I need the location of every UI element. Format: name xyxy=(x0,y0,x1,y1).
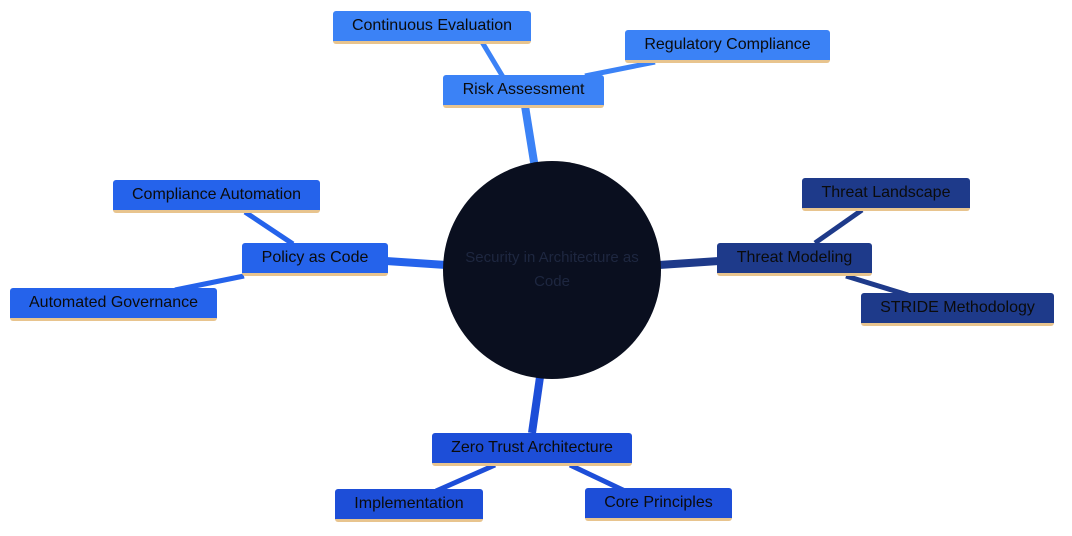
node-policy-as-code-label: Policy as Code xyxy=(261,249,369,266)
node-policy-as-code[interactable]: Policy as Code xyxy=(242,243,388,276)
link-root-zero-trust xyxy=(528,376,544,434)
node-zero-trust-architecture[interactable]: Zero Trust Architecture xyxy=(432,433,632,466)
node-threat-modeling-label: Threat Modeling xyxy=(736,249,853,266)
link-root-policy-as-code xyxy=(385,257,447,269)
node-regulatory-compliance[interactable]: Regulatory Compliance xyxy=(625,30,830,63)
link-risk-regulatory-compliance xyxy=(584,59,656,79)
node-core-principles-label: Core Principles xyxy=(604,494,713,511)
node-core-principles[interactable]: Core Principles xyxy=(585,488,732,521)
node-compliance-automation-label: Compliance Automation xyxy=(132,186,301,203)
node-threat-modeling[interactable]: Threat Modeling xyxy=(717,243,872,276)
node-continuous-evaluation-label: Continuous Evaluation xyxy=(351,17,513,34)
link-policy-automated-governance xyxy=(174,273,245,293)
root-node[interactable]: Security in Architecture as Code xyxy=(443,161,661,379)
node-implementation[interactable]: Implementation xyxy=(335,489,483,522)
node-regulatory-compliance-label: Regulatory Compliance xyxy=(644,36,811,53)
node-implementation-label: Implementation xyxy=(354,495,464,512)
node-zero-trust-architecture-label: Zero Trust Architecture xyxy=(451,439,613,456)
node-risk-assessment-label: Risk Assessment xyxy=(462,81,585,98)
link-threat-stride-methodology xyxy=(845,273,909,298)
link-threat-threat-landscape xyxy=(813,207,864,246)
node-threat-landscape-label: Threat Landscape xyxy=(821,184,951,201)
link-risk-continuous-evaluation xyxy=(479,40,506,79)
root-node-label: Security in Architecture as Code xyxy=(465,249,639,290)
link-policy-compliance-automation xyxy=(243,209,295,247)
link-zero-trust-core-principles xyxy=(568,462,627,494)
link-root-threat-modeling xyxy=(658,257,720,269)
node-automated-governance[interactable]: Automated Governance xyxy=(10,288,217,321)
node-automated-governance-label: Automated Governance xyxy=(29,294,198,311)
link-root-risk-assessment xyxy=(521,102,538,166)
node-compliance-automation[interactable]: Compliance Automation xyxy=(113,180,320,213)
node-threat-landscape[interactable]: Threat Landscape xyxy=(802,178,970,211)
link-zero-trust-implementation xyxy=(434,462,497,494)
node-risk-assessment[interactable]: Risk Assessment xyxy=(443,75,604,108)
node-stride-methodology[interactable]: STRIDE Methodology xyxy=(861,293,1054,326)
node-stride-methodology-label: STRIDE Methodology xyxy=(880,299,1035,316)
node-continuous-evaluation[interactable]: Continuous Evaluation xyxy=(333,11,531,44)
